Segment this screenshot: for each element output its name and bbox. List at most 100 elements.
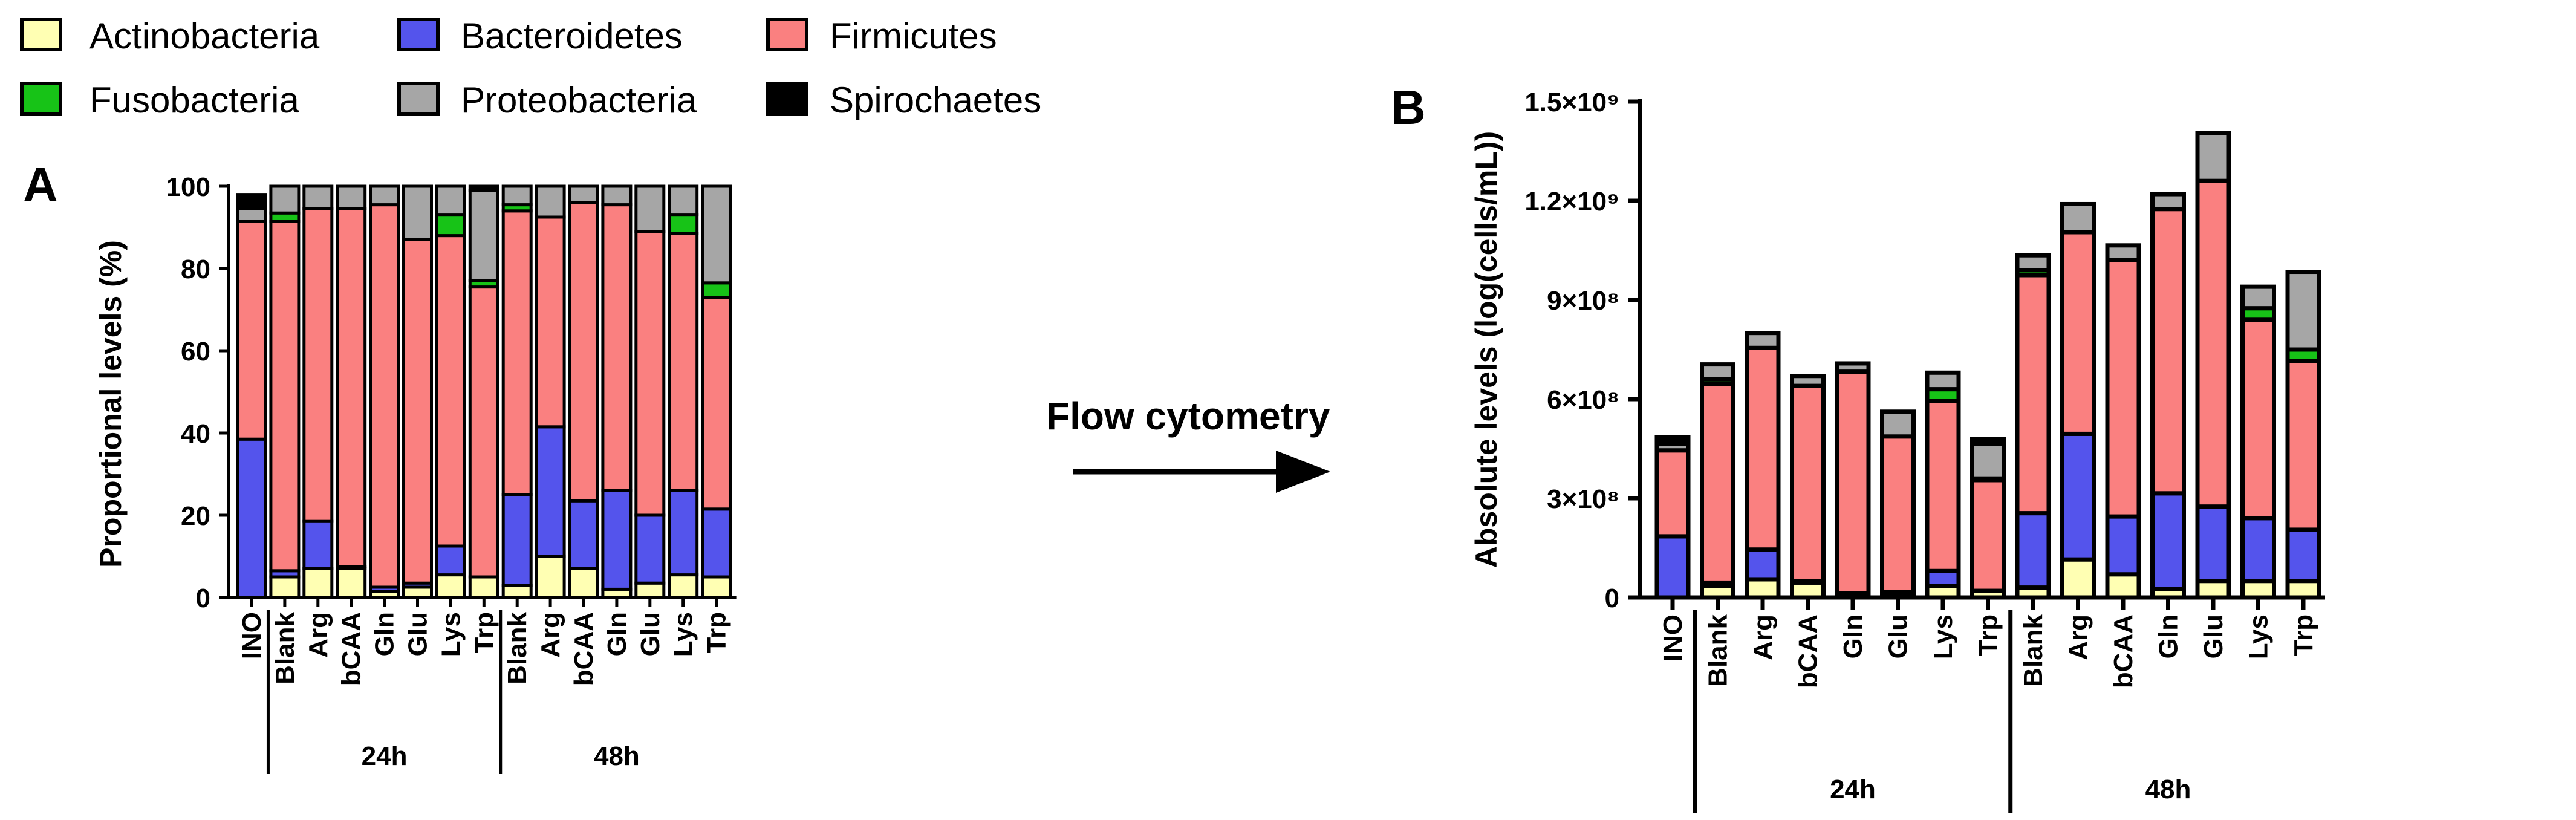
bar-a-13-fusobacteria xyxy=(668,213,699,235)
category-label-a-7-trp: Trp xyxy=(469,612,499,653)
bar-a-3-proteobacteria xyxy=(336,184,367,210)
y-tick-label-b-0: 0 xyxy=(1605,584,1619,613)
category-label-b-11-gln: Gln xyxy=(2154,614,2184,659)
bar-a-9-firmicutes xyxy=(535,215,566,429)
bar-a-13-firmicutes xyxy=(668,232,699,492)
bar-b-12-firmicutes xyxy=(2195,178,2231,509)
bar-b-13-firmicutes xyxy=(2240,317,2276,521)
bar-a-7-firmicutes xyxy=(468,285,499,579)
bar-b-13-actinobacteria xyxy=(2240,579,2276,600)
y-tick-label-a-4: 80 xyxy=(181,255,210,284)
category-label-b-2-arg: Arg xyxy=(1748,614,1778,660)
bar-a-6-actinobacteria xyxy=(435,573,466,599)
bar-a-0-proteobacteria xyxy=(236,207,267,223)
bar-stack-b-2-arg xyxy=(1745,331,1781,600)
bar-a-3-actinobacteria xyxy=(336,567,367,599)
bar-a-11-proteobacteria xyxy=(601,184,633,207)
legend-label-fusobacteria: Fusobacteria xyxy=(89,80,299,120)
category-label-a-11-gln: Gln xyxy=(602,612,632,656)
bar-a-12-proteobacteria xyxy=(634,184,666,233)
category-label-b-0-ino: INO xyxy=(1658,614,1688,662)
flow-arrow: Flow cytometry xyxy=(1046,394,1330,493)
panel-letter-b: B xyxy=(1391,80,1426,134)
bar-b-6-proteobacteria xyxy=(1925,370,1961,392)
bar-a-6-bacteroidetes xyxy=(435,544,466,577)
bar-stack-a-10-bcaa xyxy=(568,184,599,599)
bar-stack-a-13-lys xyxy=(668,184,699,599)
bar-b-9-actinobacteria xyxy=(2060,557,2096,600)
bar-b-13-proteobacteria xyxy=(2240,284,2276,311)
legend-swatch-proteobacteria xyxy=(397,82,440,116)
bar-a-2-proteobacteria xyxy=(302,184,334,210)
bar-b-2-proteobacteria xyxy=(1745,331,1781,350)
category-label-a-1-blank: Blank xyxy=(270,611,300,684)
bar-b-10-proteobacteria xyxy=(2105,243,2141,262)
bar-b-0-bacteroidetes xyxy=(1654,534,1691,600)
bar-stack-b-11-gln xyxy=(2150,192,2186,600)
bar-a-0-firmicutes xyxy=(236,220,267,441)
bar-b-11-proteobacteria xyxy=(2150,192,2186,212)
legend-item-spirochaetes: Spirochaetes xyxy=(766,80,1041,120)
category-label-a-8-blank: Blank xyxy=(503,611,532,684)
bar-a-11-firmicutes xyxy=(601,203,633,492)
legend-swatch-fusobacteria xyxy=(20,82,62,116)
bar-a-14-firmicutes xyxy=(701,296,732,511)
chart-panel-b: Absolute levels (log(cells/mL))03×10⁸6×1… xyxy=(1469,88,2325,813)
bar-b-4-proteobacteria xyxy=(1835,361,1871,374)
bar-a-7-actinobacteria xyxy=(468,575,499,599)
bar-a-5-firmicutes xyxy=(402,238,433,585)
bar-a-9-actinobacteria xyxy=(535,555,566,599)
bar-b-8-bacteroidetes xyxy=(2015,511,2051,590)
bar-a-11-bacteroidetes xyxy=(601,489,633,591)
category-label-b-1-blank: Blank xyxy=(1703,614,1733,686)
bar-a-8-proteobacteria xyxy=(501,184,533,207)
category-label-b-7-trp: Trp xyxy=(1974,614,2003,656)
group-label-b-48h: 48h xyxy=(2145,775,2191,804)
bar-a-10-actinobacteria xyxy=(568,567,599,599)
legend-label-spirochaetes: Spirochaetes xyxy=(830,80,1041,120)
bar-a-1-firmicutes xyxy=(269,220,301,573)
legend-item-actinobacteria: Actinobacteria xyxy=(20,16,320,56)
bar-b-3-proteobacteria xyxy=(1790,374,1826,388)
bar-b-2-bacteroidetes xyxy=(1745,547,1781,582)
bar-a-8-firmicutes xyxy=(501,209,533,496)
y-axis-title-b: Absolute levels (log(cells/mL)) xyxy=(1469,131,1503,568)
category-label-b-10-bcaa: bCAA xyxy=(2109,614,2138,688)
bar-a-5-proteobacteria xyxy=(402,184,433,241)
category-label-a-0-ino: INO xyxy=(237,612,267,659)
bar-b-8-firmicutes xyxy=(2015,273,2051,516)
bar-a-10-bacteroidetes xyxy=(568,499,599,570)
bar-b-2-actinobacteria xyxy=(1745,577,1781,600)
legend-label-bacteroidetes: Bacteroidetes xyxy=(461,16,683,56)
legend: Actinobacteria Bacteroidetes Firmicutes … xyxy=(20,16,1041,120)
bar-stack-a-1-blank xyxy=(269,184,301,599)
bar-b-14-firmicutes xyxy=(2285,359,2321,532)
category-label-a-2-arg: Arg xyxy=(304,612,333,658)
bar-b-0-spirochaetes xyxy=(1654,435,1691,446)
panel-letter-a: A xyxy=(23,158,58,212)
bar-b-12-proteobacteria xyxy=(2195,131,2231,183)
category-label-b-14-trp: Trp xyxy=(2289,614,2318,656)
bar-a-4-proteobacteria xyxy=(369,184,400,207)
y-tick-label-b-5: 1.5×10⁹ xyxy=(1524,88,1619,117)
bar-a-13-bacteroidetes xyxy=(668,489,699,577)
bar-stack-a-2-arg xyxy=(302,184,334,599)
bar-a-1-actinobacteria xyxy=(269,575,301,599)
category-label-a-3-bcaa: bCAA xyxy=(337,612,366,686)
bar-b-6-bacteroidetes xyxy=(1925,568,1961,588)
bar-b-12-actinobacteria xyxy=(2195,579,2231,600)
bar-stack-b-4-gln xyxy=(1835,361,1871,600)
bar-stack-b-1-blank xyxy=(1700,362,1735,600)
bar-b-13-bacteroidetes xyxy=(2240,516,2276,584)
bar-b-9-bacteroidetes xyxy=(2060,431,2096,562)
category-label-b-3-bcaa: bCAA xyxy=(1794,614,1823,688)
bar-stack-a-12-glu xyxy=(634,184,666,599)
bar-a-14-actinobacteria xyxy=(701,575,732,599)
bar-b-10-actinobacteria xyxy=(2105,572,2141,600)
bar-a-3-firmicutes xyxy=(336,207,367,568)
bar-b-7-proteobacteria xyxy=(1970,441,2006,481)
bar-b-8-proteobacteria xyxy=(2015,253,2051,273)
bar-stack-a-9-arg xyxy=(535,184,566,599)
bar-b-14-actinobacteria xyxy=(2285,579,2321,600)
flow-arrow-label: Flow cytometry xyxy=(1046,394,1330,438)
